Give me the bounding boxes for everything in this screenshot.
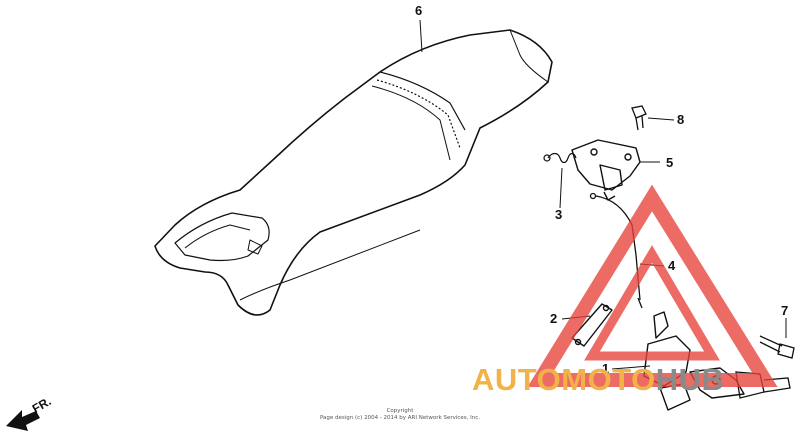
callout-1: 1 — [602, 361, 610, 376]
bolt-8 — [631, 105, 647, 131]
watermark-text-part-b: HUB — [655, 362, 725, 397]
watermark-logo — [527, 184, 778, 387]
seat-drawing — [154, 29, 553, 316]
watermark-text-part-a: AUTOMOTO — [472, 362, 656, 397]
bolt-7 — [759, 335, 795, 359]
callout-8: 8 — [677, 112, 685, 127]
callout-5: 5 — [666, 155, 674, 170]
copyright-line-1: Copyright — [386, 408, 414, 414]
spring — [543, 152, 577, 164]
callout-3: 3 — [555, 207, 563, 222]
front-direction-arrow — [6, 410, 40, 431]
lock-bracket — [571, 139, 641, 201]
callout-2: 2 — [550, 311, 558, 326]
callout-7: 7 — [781, 303, 789, 318]
watermark-text: AUTOMOTOHUB — [472, 362, 724, 398]
callout-4: 4 — [668, 258, 676, 273]
lever — [571, 303, 613, 347]
copyright-line-2: Page design (c) 2004 - 2014 by ARI Netwo… — [319, 415, 481, 421]
callout-6: 6 — [415, 3, 423, 18]
